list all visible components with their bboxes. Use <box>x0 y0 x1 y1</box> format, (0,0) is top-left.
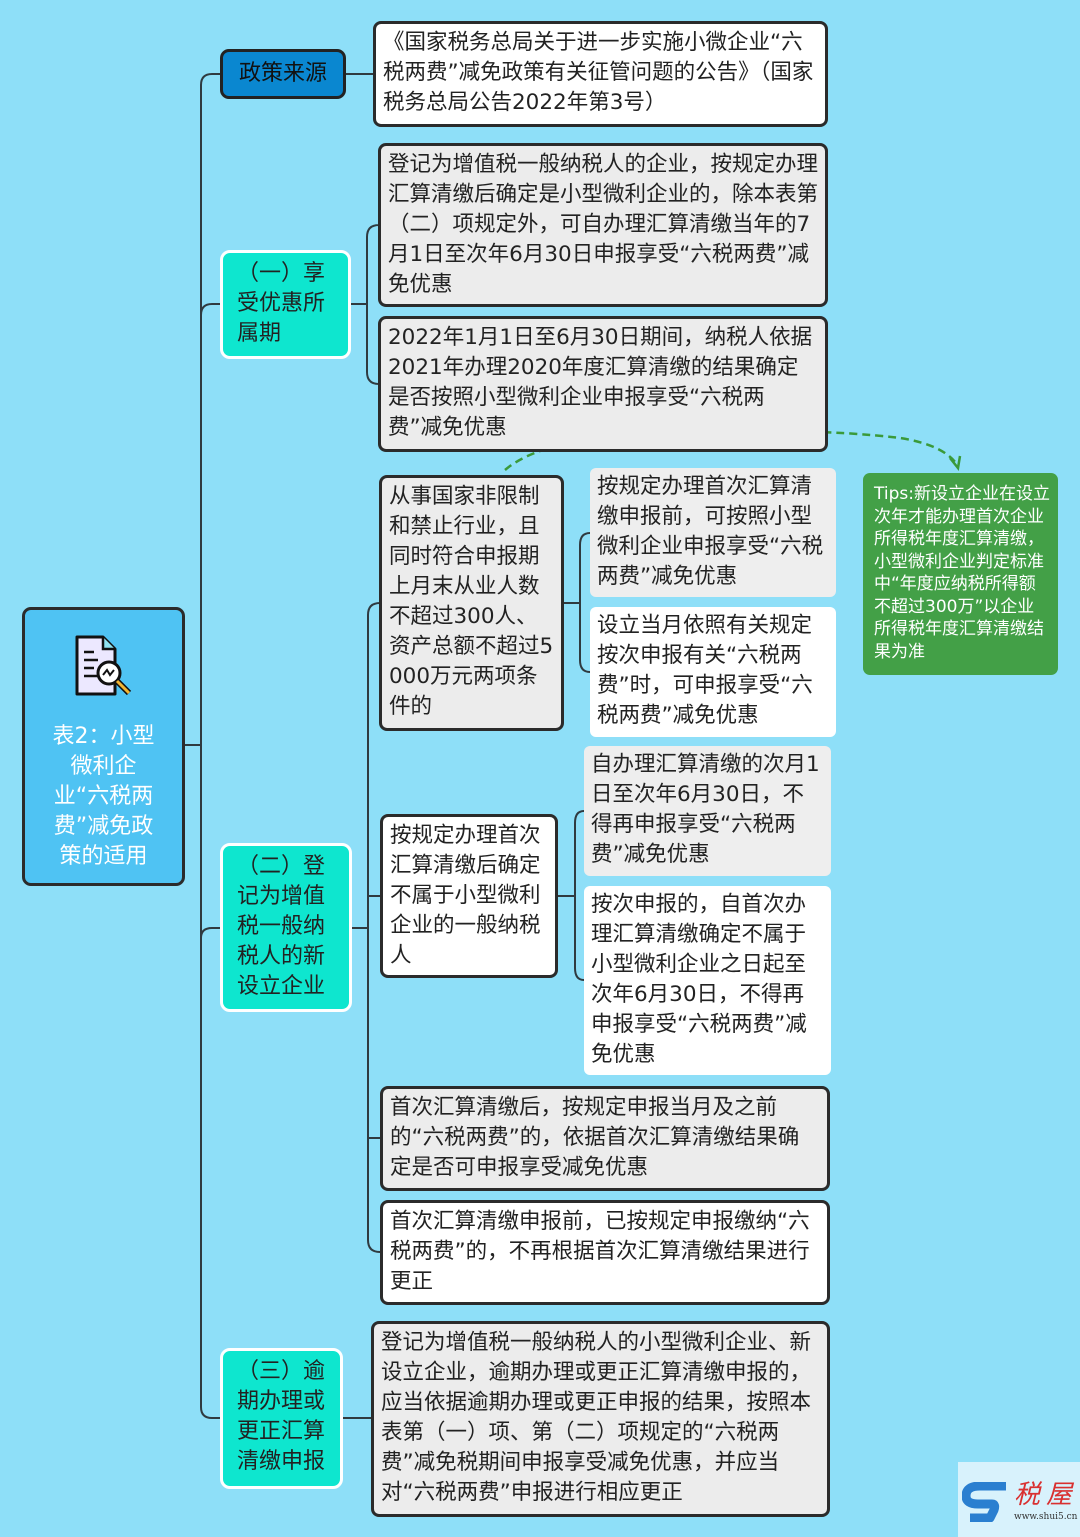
branch-period[interactable]: （一）享受优惠所属期 <box>220 250 351 359</box>
new-b-item-1[interactable]: 自办理汇算清缴的次月1日至次年6月30日，不得再申报享受“六税两费”减免优惠 <box>584 746 831 876</box>
new-item-d[interactable]: 首次汇算清缴申报前，已按规定申报缴纳“六税两费”的，不再根据首次汇算清缴结果进行… <box>380 1200 830 1305</box>
period-item-2[interactable]: 2022年1月1日至6月30日期间，纳税人依据2021年办理2020年度汇算清缴… <box>378 316 828 452</box>
new-condition-a[interactable]: 从事国家非限制和禁止行业，且同时符合申报期上月末从业人数不超过300人、资产总额… <box>379 475 564 731</box>
new-a-item-1[interactable]: 按规定办理首次汇算清缴申报前，可按照小型微利企业申报享受“六税两费”减免优惠 <box>590 468 836 597</box>
new-a-item-2[interactable]: 设立当月依照有关规定按次申报有关“六税两费”时，可申报享受“六税两费”减免优惠 <box>590 607 836 737</box>
period-item-1[interactable]: 登记为增值税一般纳税人的企业，按规定办理汇算清缴后确定是小型微利企业的，除本表第… <box>378 143 828 307</box>
branch-late-filing[interactable]: （三）逾期办理或更正汇算清缴申报 <box>220 1348 343 1489</box>
policy-source-text[interactable]: 《国家税务总局关于进一步实施小微企业“六税两费”减免政策有关征管问题的公告》（国… <box>373 21 828 127</box>
root-node[interactable]: 表2：小型微利企业“六税两费”减免政策的适用 <box>22 607 185 886</box>
branch-new-enterprise[interactable]: （二）登记为增值税一般纳税人的新设立企业 <box>220 843 352 1012</box>
watermark-url: www.shui5.cn <box>1014 1512 1078 1522</box>
document-search-icon <box>75 635 131 696</box>
root-title: 表2：小型微利企业“六税两费”减免政策的适用 <box>52 724 155 869</box>
tips-note: Tips:新设立企业在设立次年才能办理首次企业所得税年度汇算清缴，小型微利企业判… <box>863 473 1058 675</box>
watermark-brand: 税屋 <box>1014 1480 1079 1510</box>
late-filing-text[interactable]: 登记为增值税一般纳税人的小型微利企业、新设立企业，逾期办理或更正汇算清缴申报的，… <box>371 1321 830 1517</box>
shui5-logo-icon <box>962 1482 1006 1522</box>
branch-policy-source[interactable]: 政策来源 <box>220 49 346 99</box>
new-item-c[interactable]: 首次汇算清缴后，按规定申报当月及之前的“六税两费”的，依据首次汇算清缴结果确定是… <box>380 1086 830 1191</box>
watermark-logo: 税屋 www.shui5.cn <box>958 1462 1080 1537</box>
new-b-item-2[interactable]: 按次申报的，自首次办理汇算清缴确定不属于小型微利企业之日起至次年6月30日，不得… <box>584 886 831 1075</box>
new-condition-b[interactable]: 按规定办理首次汇算清缴后确定不属于小型微利企业的一般纳税人 <box>380 814 558 978</box>
